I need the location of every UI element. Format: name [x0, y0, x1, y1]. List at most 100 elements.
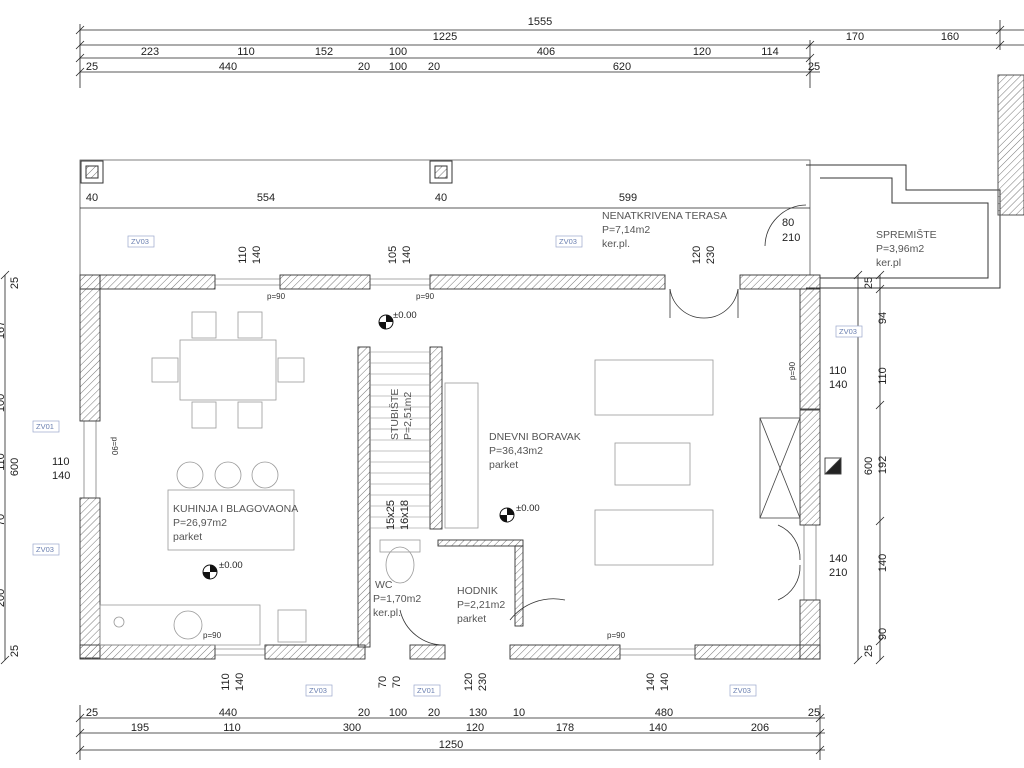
dim-bottom-total: 1250 [439, 739, 463, 751]
sill-note: p=90 [416, 292, 435, 301]
sill-note: p=90 [267, 292, 286, 301]
bottom-dimensions [75, 705, 825, 760]
dim-bottom: 440 [219, 707, 237, 719]
dim-left: 110 [0, 453, 7, 471]
level-value: ±0.00 [393, 310, 417, 321]
level-marker [499, 507, 515, 523]
window-tag: ZV03 [36, 545, 54, 554]
level-value: ±0.00 [219, 560, 243, 571]
dim-top: 110 [237, 46, 255, 58]
dim-bottom: 25 [86, 707, 98, 719]
storage-walls [764, 164, 1001, 289]
room-wc-floor: ker.pl. [373, 607, 401, 619]
dim-top: 620 [613, 61, 631, 73]
doors [399, 288, 801, 646]
interior-walls [357, 346, 524, 648]
pillar [85, 165, 99, 179]
dim-right: 94 [877, 312, 889, 324]
dim-right: 110 [877, 367, 889, 385]
dim-bottom: 110 [223, 722, 241, 734]
dim-top: 406 [537, 46, 555, 58]
dim-top: 20 [358, 61, 370, 73]
dim-pillar: 554 [257, 192, 275, 204]
dim-left: 25 [9, 277, 21, 289]
dim-right-door: 140 [829, 553, 847, 565]
room-living-floor: parket [489, 459, 518, 471]
dim-top: 440 [219, 61, 237, 73]
window-tags [32, 235, 863, 697]
dim-opening: 230 [705, 246, 717, 264]
left-dimensions [0, 270, 10, 665]
dim-right: 90 [877, 628, 889, 640]
exterior-walls [79, 274, 821, 660]
window-tag: ZV01 [36, 422, 54, 431]
dim-pillar: 40 [435, 192, 447, 204]
dim-stair: 16x18 [399, 500, 411, 530]
room-living-area: P=36,43m2 [489, 445, 543, 457]
room-stairs-name: STUBIŠTE [388, 389, 401, 440]
level-marker [378, 314, 394, 330]
dim-bottom: 25 [808, 707, 820, 719]
window-tag: ZV03 [559, 237, 577, 246]
terrace-outline [79, 159, 811, 275]
dim-bottom: 10 [513, 707, 525, 719]
dim-stair: 15x25 [385, 500, 397, 530]
dim-top: 20 [428, 61, 440, 73]
sill-note: p=90 [788, 361, 797, 380]
dim-bottom: 130 [469, 707, 487, 719]
dim-bottom: 480 [655, 707, 673, 719]
room-storage-floor: ker.pl [876, 257, 901, 269]
window-tag: ZV03 [131, 237, 149, 246]
dim-opening: 140 [645, 673, 657, 691]
sill-note: p=90 [203, 631, 222, 640]
room-storage-area: P=3,96m2 [876, 243, 924, 255]
dim-bottom: 140 [649, 722, 667, 734]
level-marker [202, 564, 218, 580]
room-terrace-name: NENATKRIVENA TERASA [602, 210, 727, 222]
dim-opening: 140 [659, 673, 671, 691]
dim-opening: 110 [220, 673, 232, 691]
dim-right: 600 [863, 457, 875, 475]
room-living-name: DNEVNI BORAVAK [489, 431, 581, 443]
pillar [429, 160, 453, 184]
dim-left: 600 [9, 458, 21, 476]
dim-opening: 140 [401, 246, 413, 264]
sill-note: p=90 [110, 437, 119, 456]
dim-top: 25 [808, 61, 820, 73]
room-hall-name: HODNIK [457, 585, 498, 597]
room-storage-name: SPREMIŠTE [876, 228, 937, 241]
dim-top: 160 [941, 31, 959, 43]
dim-right: 25 [863, 277, 875, 289]
dim-bottom: 206 [751, 722, 769, 734]
dim-bottom: 20 [358, 707, 370, 719]
dim-top: 170 [846, 31, 864, 43]
dim-left-window: 140 [52, 470, 70, 482]
room-terrace-area: P=7,14m2 [602, 224, 650, 236]
window-tag: ZV03 [309, 686, 327, 695]
window-openings [83, 278, 817, 656]
dim-opening: 140 [234, 673, 246, 691]
furniture [99, 311, 714, 646]
dim-opening: 110 [237, 246, 249, 264]
dim-top: 223 [141, 46, 159, 58]
dim-bottom: 100 [389, 707, 407, 719]
level-value: ±0.00 [516, 503, 540, 514]
right-dimensions [853, 270, 885, 665]
dim-storage-door: 80 [782, 217, 794, 229]
sill-note: p=90 [607, 631, 626, 640]
dim-right: 25 [863, 645, 875, 657]
dim-opening: 105 [387, 246, 399, 264]
dim-left: 70 [0, 514, 7, 526]
dim-top: 100 [389, 46, 407, 58]
neighbor-wall [997, 74, 1024, 216]
room-kitchen-floor: parket [173, 531, 202, 543]
window-tag: ZV01 [417, 686, 435, 695]
top-dimensions [75, 20, 1024, 88]
dim-top: 152 [315, 46, 333, 58]
dim-top: 100 [389, 61, 407, 73]
window-tag: ZV03 [839, 327, 857, 336]
dim-top: 25 [86, 61, 98, 73]
room-wc-area: P=1,70m2 [373, 593, 421, 605]
dim-opening: 70 [377, 676, 389, 688]
dim-opening: 120 [463, 673, 475, 691]
